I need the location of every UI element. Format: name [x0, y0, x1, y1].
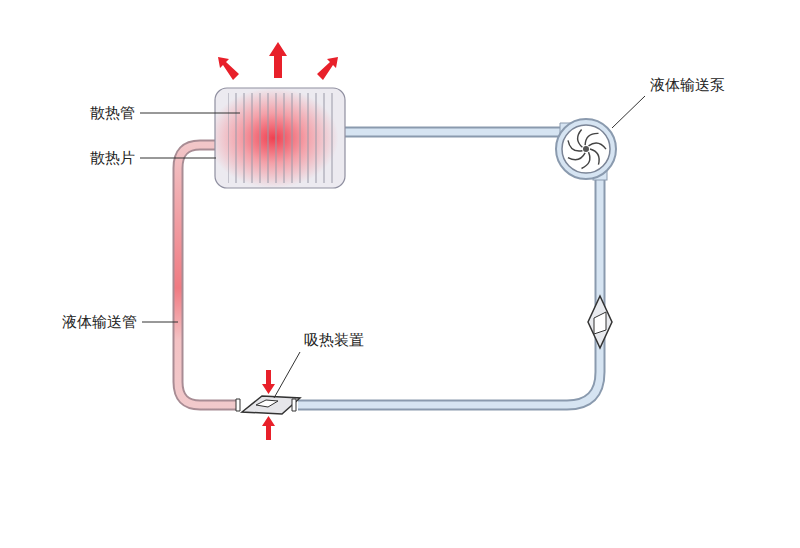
part-label: 散热管	[88, 104, 137, 122]
part-label: 液体输送泵	[648, 76, 727, 94]
leader-lines	[140, 96, 645, 398]
impeller-blade	[582, 152, 590, 168]
part-label: 液体输送管	[60, 313, 139, 331]
inline-valve	[588, 296, 612, 348]
heat-out-arrows	[218, 42, 338, 80]
impeller-blade	[578, 129, 583, 147]
pump	[556, 119, 616, 180]
impeller-blade	[590, 149, 599, 165]
part-label: 吸热装置	[302, 331, 366, 349]
impeller-blade	[588, 143, 606, 149]
impeller-blade	[568, 153, 585, 160]
radiator	[215, 88, 345, 188]
heat-in-arrows	[262, 370, 275, 440]
part-label: 散热片	[88, 149, 137, 167]
heat-absorber	[236, 396, 300, 414]
